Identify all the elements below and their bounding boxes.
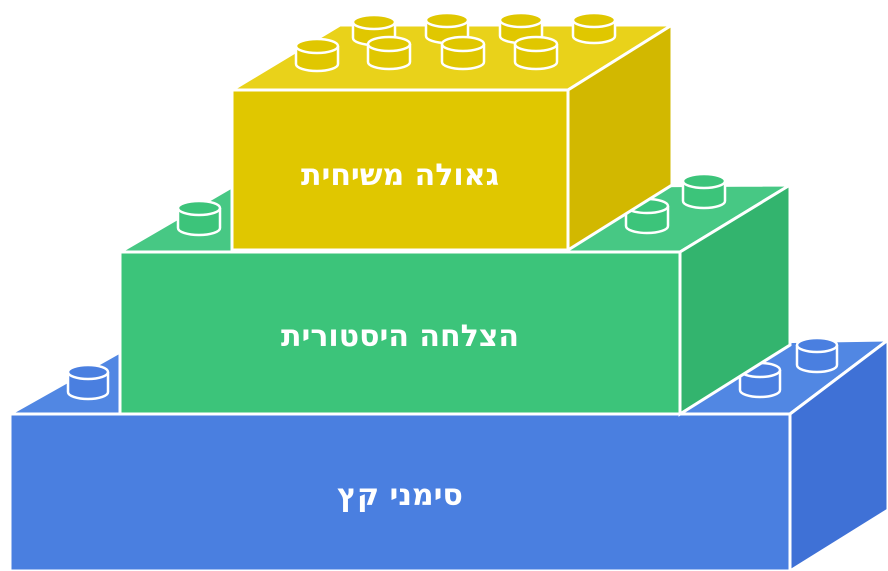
- stud: [66, 363, 110, 401]
- stud: [795, 336, 839, 374]
- block-middle-label: הצלחה היסטורית: [281, 319, 519, 354]
- block-top-front-face: [230, 88, 570, 252]
- stud: [681, 172, 727, 210]
- stud: [513, 35, 559, 71]
- block-middle-front-face: [118, 250, 682, 416]
- stud: [176, 199, 222, 237]
- block-bottom-front-face: [8, 412, 792, 571]
- block-bottom-label: סימני קץ: [337, 478, 463, 513]
- stud: [294, 37, 340, 73]
- stud: [571, 11, 617, 45]
- stud: [366, 35, 412, 71]
- block-top-label: גאולה משיחית: [301, 158, 499, 193]
- stud: [440, 35, 486, 71]
- block-top: גאולה משיחית: [226, 11, 678, 253]
